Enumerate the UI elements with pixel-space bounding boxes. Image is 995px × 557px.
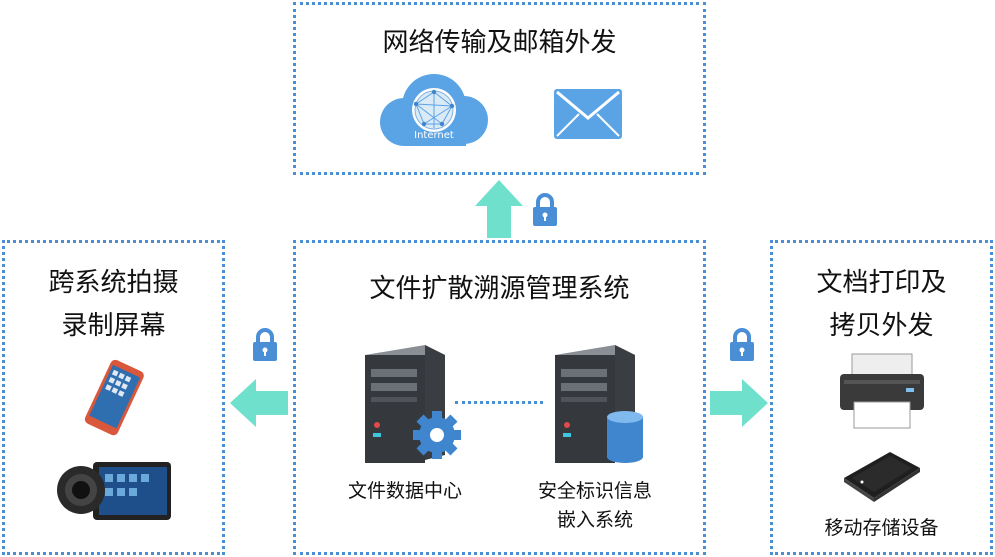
screen-capture-box xyxy=(2,240,225,555)
camera-icon xyxy=(55,452,175,532)
upload-arrow-icon xyxy=(473,178,525,240)
internet-cloud-icon xyxy=(376,72,491,152)
print-copy-title-line2: 拷贝外发 xyxy=(829,311,934,341)
left-arrow-icon xyxy=(228,377,290,429)
smartphone-icon xyxy=(78,358,148,438)
mobile-storage-label: 移动存储设备 xyxy=(824,517,939,539)
right-arrow-icon xyxy=(708,377,770,429)
screen-capture-title-line1: 跨系统拍摄 xyxy=(48,268,179,298)
server-with-database-icon xyxy=(545,345,655,465)
server-with-gear-icon xyxy=(355,345,465,465)
lock-icon-left xyxy=(250,327,280,363)
print-copy-title-line1: 文档打印及 xyxy=(816,268,947,298)
mail-icon xyxy=(553,88,623,140)
server-connector-line xyxy=(455,401,543,404)
printer-icon xyxy=(836,350,928,432)
security-embed-label-line1: 安全标识信息 xyxy=(537,480,652,502)
trace-system-box xyxy=(293,240,706,555)
lock-icon-top xyxy=(530,192,560,228)
screen-capture-title-line2: 录制屏幕 xyxy=(61,311,166,341)
mobile-storage-icon xyxy=(840,448,924,504)
network-transfer-title: 网络传输及邮箱外发 xyxy=(382,28,617,58)
network-transfer-box xyxy=(293,2,706,175)
data-center-label: 文件数据中心 xyxy=(347,480,462,502)
trace-system-title: 文件扩散溯源管理系统 xyxy=(369,274,630,304)
internet-label: Internet xyxy=(414,130,454,141)
lock-icon-right xyxy=(727,327,757,363)
security-embed-label-line2: 嵌入系统 xyxy=(556,509,633,531)
print-copy-box xyxy=(770,240,993,555)
